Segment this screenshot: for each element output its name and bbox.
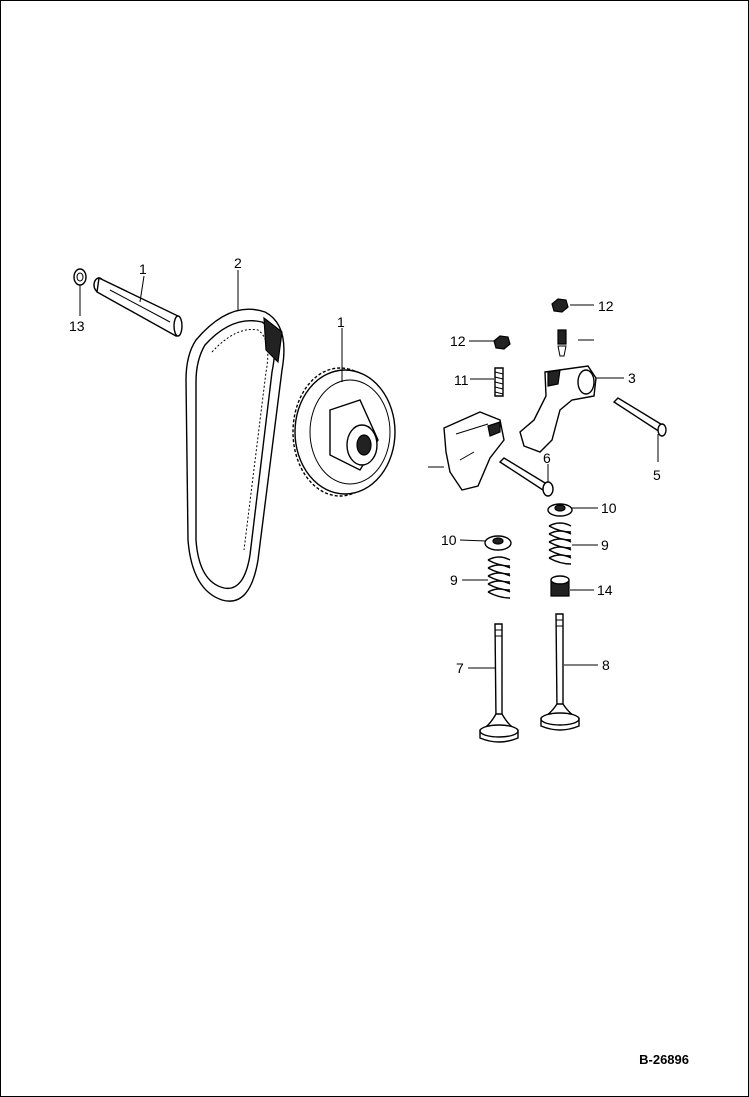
part-9-valve-spring-left xyxy=(487,556,511,599)
callout-7: 7 xyxy=(456,660,464,676)
part-7-valve xyxy=(479,623,519,743)
part-14-stem-seal xyxy=(550,575,570,597)
callout-10-left: 10 xyxy=(441,532,457,548)
callout-12-left: 12 xyxy=(450,333,466,349)
callout-6-right: 5 xyxy=(653,467,661,483)
callout-5: 3 xyxy=(628,370,636,386)
part-11-adjusting-screw xyxy=(494,367,504,397)
callout-8: 8 xyxy=(602,657,610,673)
callout-6-left: 6 xyxy=(543,450,551,466)
part-6-rocker-shaft-right xyxy=(612,397,667,437)
callout-13: 13 xyxy=(69,318,85,334)
callout-1: 1 xyxy=(337,314,345,330)
drawing-code: B-26896 xyxy=(639,1052,689,1067)
callout-9-left: 9 xyxy=(450,572,458,588)
part-5-rocker-arm-left xyxy=(443,411,505,491)
part-10-retainer-right xyxy=(547,503,573,517)
part-5-rocker-arm-right xyxy=(519,365,597,453)
part-10-retainer-left xyxy=(484,535,512,551)
part-9-valve-spring-right xyxy=(548,522,572,565)
part-6-rocker-shaft-left xyxy=(498,457,554,497)
part-2-shaft xyxy=(93,276,183,338)
part-12-nut-left xyxy=(493,335,511,350)
leader-lines xyxy=(79,270,659,669)
part-12-nut-top xyxy=(551,298,569,313)
callout-3: 2 xyxy=(234,255,242,271)
part-11-screw-right xyxy=(557,329,567,357)
part-13-washer xyxy=(73,268,87,286)
callout-12-top: 12 xyxy=(598,298,614,314)
part-8-valve xyxy=(540,613,580,731)
callout-10-right: 10 xyxy=(601,500,617,516)
callout-11: 11 xyxy=(454,372,469,388)
callout-labels: 13 1 2 1 12 12 11 3 5 6 10 10 9 9 14 7 8 xyxy=(69,255,661,676)
part-1-cam-pulley xyxy=(292,367,396,497)
callout-9-right: 9 xyxy=(601,537,609,553)
callout-2: 1 xyxy=(139,261,147,277)
part-3-timing-belt xyxy=(185,308,285,602)
callout-14: 14 xyxy=(597,582,613,598)
